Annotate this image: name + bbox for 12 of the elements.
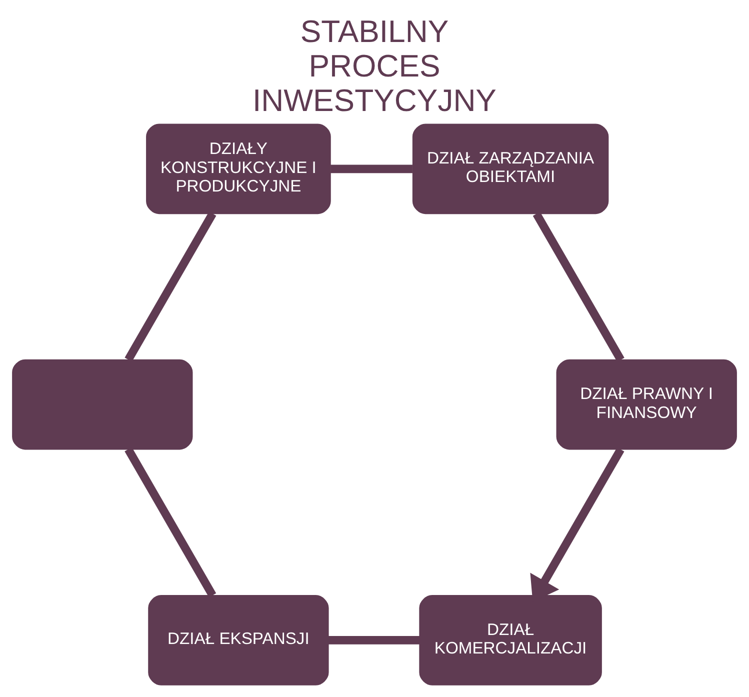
node-box: DZIAŁY KONSTRUKCYJNE I PRODUKCYJNE [146, 123, 331, 214]
node-box: DZIAŁ KOMERCJALIZACJI [419, 594, 602, 685]
connector [328, 636, 420, 644]
node-box: DZIAŁ ZARZĄDZANIA OBIEKTAMI [412, 123, 609, 214]
connector [124, 446, 216, 597]
node-box [12, 358, 193, 450]
node-box: DZIAŁ EKSPANSJI [148, 594, 329, 685]
diagram-title: STABILNY PROCES INWESTYCYJNY [252, 14, 496, 118]
connector [532, 211, 624, 362]
connector [124, 211, 216, 362]
connector [330, 164, 412, 173]
node-box: DZIAŁ PRAWNY I FINANSOWY [556, 358, 737, 450]
